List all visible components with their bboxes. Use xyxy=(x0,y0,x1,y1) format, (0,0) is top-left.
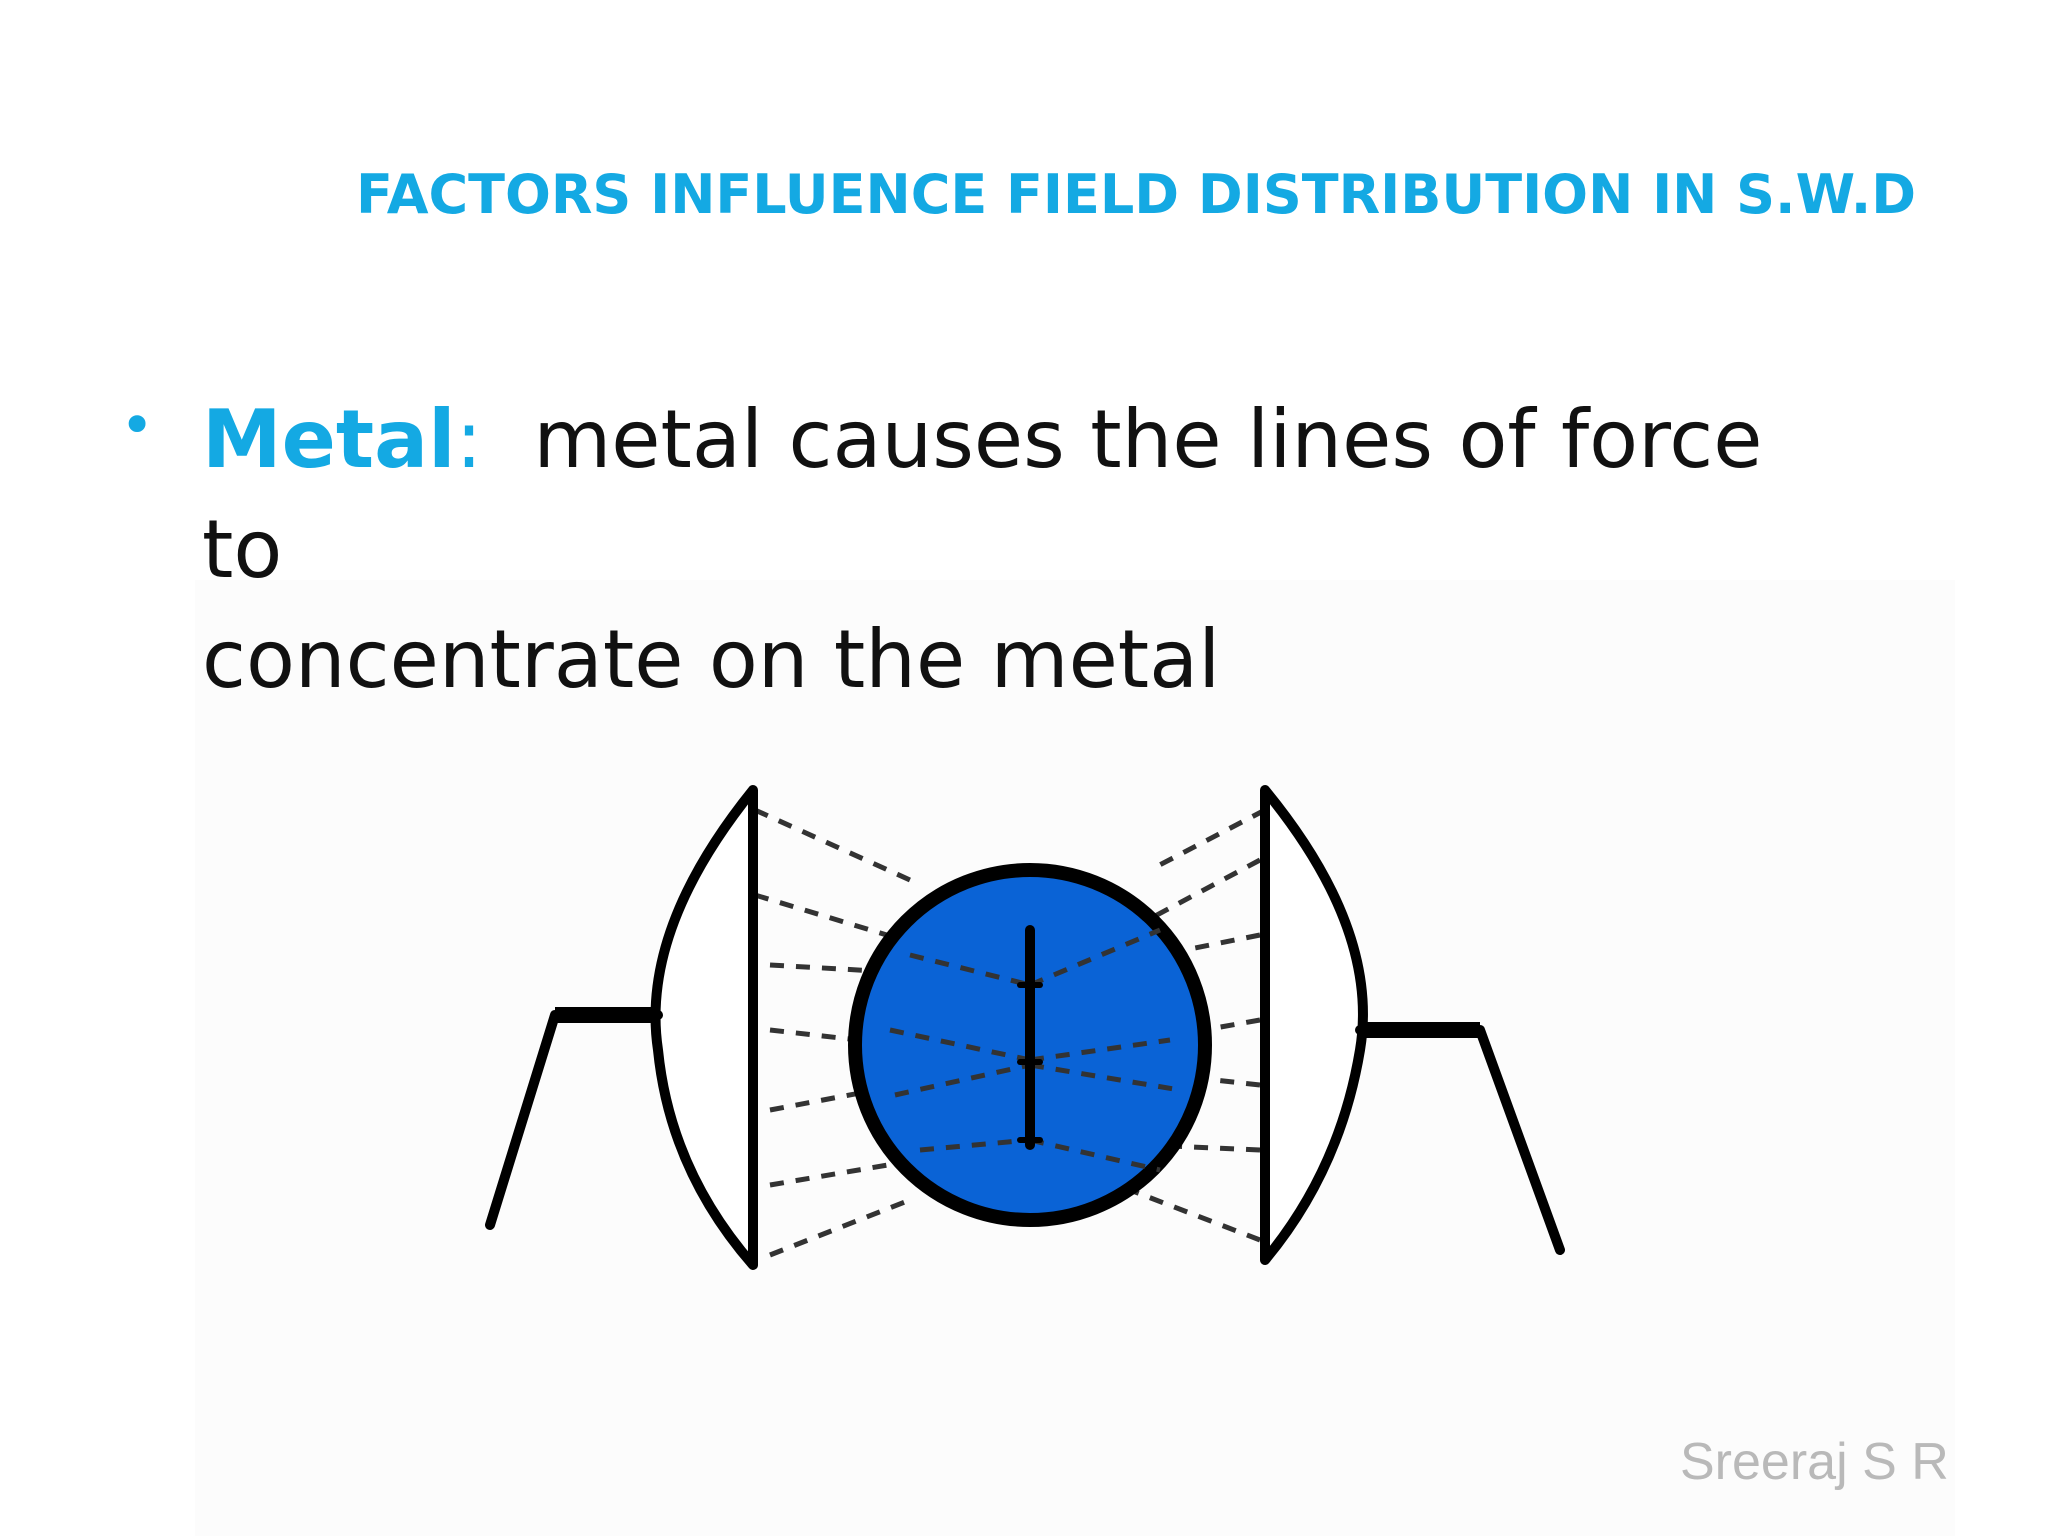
field-line xyxy=(1148,807,1267,873)
slide-title: FACTORS INFLUENCE FIELD DISTRIBUTION IN … xyxy=(356,163,1917,226)
bullet-text: Metal: metal causes the lines of force t… xyxy=(202,385,1792,715)
author-watermark: Sreeraj S R xyxy=(1680,1433,1949,1491)
bullet-line-1: metal causes the lines of force to xyxy=(202,393,1763,596)
right-electrode xyxy=(1260,785,1368,1265)
bullet-line-2: concentrate on the metal xyxy=(202,613,1221,706)
left-cable xyxy=(485,1010,663,1230)
internal-field-lines xyxy=(889,927,1181,1173)
left-cable-connector xyxy=(555,1007,658,1023)
field-line xyxy=(753,807,912,883)
right-cable-connector xyxy=(1360,1022,1480,1038)
field-line xyxy=(1129,1187,1261,1243)
metal-implant xyxy=(1017,925,1043,1150)
bullet-term: Metal xyxy=(202,393,456,486)
bullet-dot-icon: • xyxy=(120,391,155,459)
bullet-separator: : xyxy=(455,393,483,486)
field-line xyxy=(769,1197,911,1258)
left-electrode xyxy=(650,785,758,1270)
right-cable xyxy=(1355,1025,1565,1255)
metal-field-diagram xyxy=(485,785,1565,1270)
